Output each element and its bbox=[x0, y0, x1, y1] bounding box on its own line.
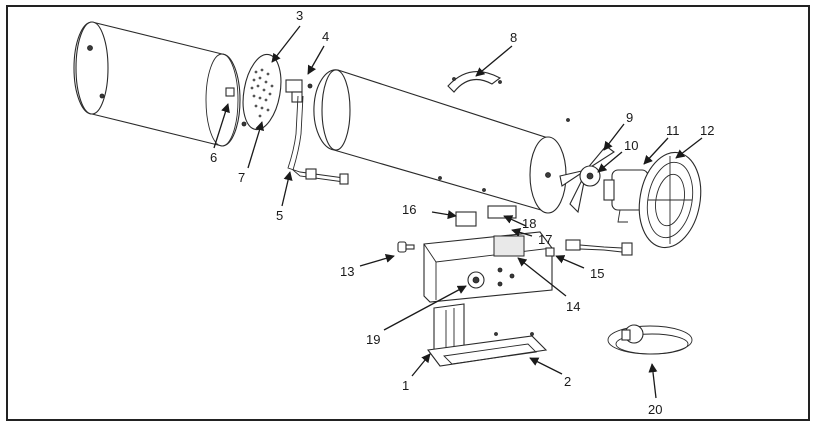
callout-13: 13 bbox=[340, 264, 354, 279]
base-tray bbox=[426, 332, 548, 367]
callout-4: 4 bbox=[322, 29, 329, 44]
callout-20: 20 bbox=[648, 402, 662, 417]
gas-tube bbox=[287, 95, 349, 185]
callout-18: 18 bbox=[522, 216, 536, 231]
outer-combustion-cylinder bbox=[73, 21, 241, 147]
control-knob bbox=[397, 241, 415, 253]
outer-body-cylinder bbox=[313, 69, 570, 214]
valve-fitting bbox=[285, 79, 313, 103]
callout-12: 12 bbox=[700, 123, 714, 138]
callout-8: 8 bbox=[510, 30, 517, 45]
power-cord bbox=[565, 239, 633, 256]
callout-2: 2 bbox=[564, 374, 571, 389]
callout-1: 1 bbox=[402, 378, 409, 393]
callout-7: 7 bbox=[238, 170, 245, 185]
motor bbox=[603, 169, 649, 223]
burner-plate bbox=[241, 53, 282, 131]
fan-blade bbox=[559, 145, 615, 214]
callout-19: 19 bbox=[366, 332, 380, 347]
callout-14: 14 bbox=[566, 299, 580, 314]
callout-15: 15 bbox=[590, 266, 604, 281]
leader-arrows bbox=[213, 25, 703, 399]
callout-17: 17 bbox=[538, 232, 552, 247]
callout-9: 9 bbox=[626, 110, 633, 125]
diagram-border bbox=[6, 5, 810, 421]
callout-10: 10 bbox=[624, 138, 638, 153]
callout-3: 3 bbox=[296, 8, 303, 23]
wire-connector bbox=[545, 247, 555, 257]
carry-handle bbox=[447, 71, 502, 93]
hose-regulator bbox=[607, 324, 693, 355]
fan-guard bbox=[638, 151, 702, 249]
callout-5: 5 bbox=[276, 208, 283, 223]
control-housing bbox=[423, 231, 553, 303]
callout-6: 6 bbox=[210, 150, 217, 165]
callout-16: 16 bbox=[402, 202, 416, 217]
control-modules bbox=[455, 205, 517, 227]
callout-11: 11 bbox=[666, 123, 680, 138]
